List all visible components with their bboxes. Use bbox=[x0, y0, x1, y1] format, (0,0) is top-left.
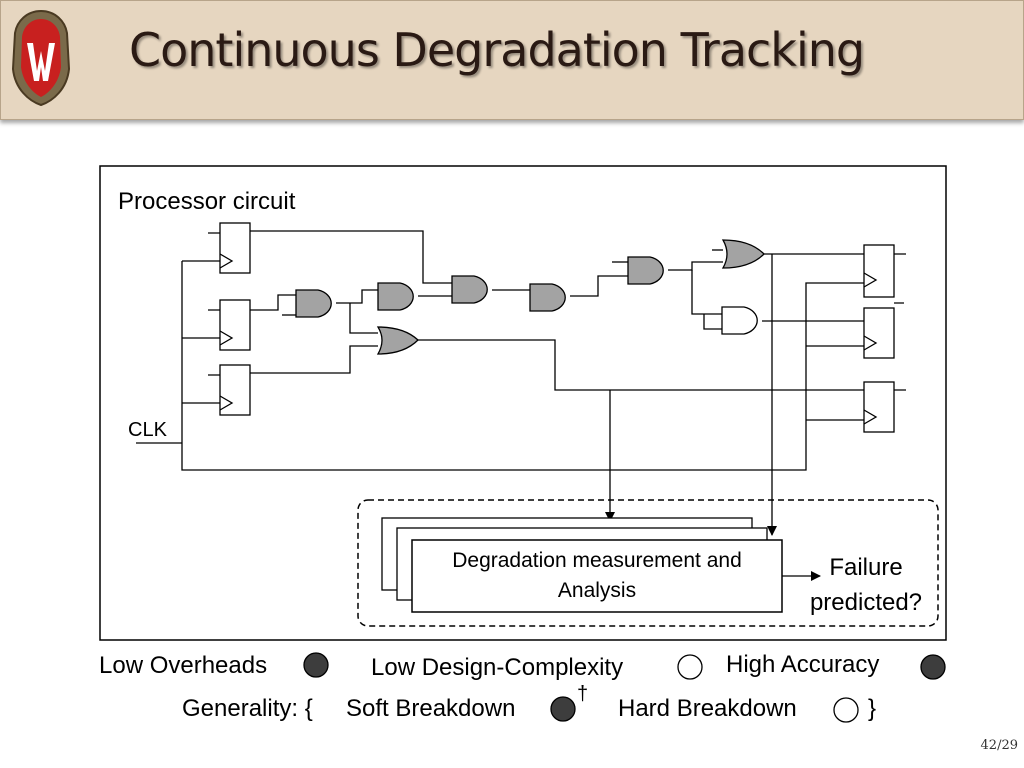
analysis-box-text-1: Degradation measurement and bbox=[452, 549, 742, 572]
circuit-label: Processor circuit bbox=[118, 188, 296, 215]
and-gate-1 bbox=[295, 289, 332, 318]
and-gate-5 bbox=[627, 256, 664, 285]
empty-circle-icon bbox=[677, 654, 703, 680]
flip-flop-output-2 bbox=[863, 307, 895, 359]
and-gate-2 bbox=[377, 282, 414, 311]
or-gate-1 bbox=[376, 326, 419, 355]
generality-suffix: } bbox=[868, 695, 877, 722]
flip-flop-output-3 bbox=[863, 381, 895, 433]
and-gate-3 bbox=[451, 275, 488, 304]
criterion-hard-breakdown: Hard Breakdown bbox=[618, 695, 797, 722]
dagger-mark: † bbox=[577, 683, 589, 705]
criterion-high-accuracy: High Accuracy bbox=[726, 651, 880, 678]
analysis-box bbox=[411, 539, 783, 613]
and-gate-4 bbox=[529, 283, 566, 312]
slide-title: Continuous Degradation Tracking bbox=[129, 23, 865, 77]
or-gate-2 bbox=[721, 239, 765, 269]
slide-number: 42/29 bbox=[980, 738, 1018, 753]
and-gate-white bbox=[721, 306, 758, 335]
criterion-soft-breakdown: Soft Breakdown bbox=[346, 695, 516, 722]
filled-circle-icon bbox=[920, 654, 946, 680]
generality-prefix: Generality: { bbox=[182, 695, 313, 722]
clock-label: CLK bbox=[128, 419, 167, 441]
empty-circle-icon bbox=[833, 697, 859, 723]
flip-flop-output-1 bbox=[863, 244, 895, 298]
university-crest-logo bbox=[11, 9, 71, 107]
analysis-box-text-2: Analysis bbox=[557, 579, 637, 602]
clock-line bbox=[136, 260, 864, 471]
analysis-region bbox=[357, 499, 939, 627]
title-bar: Continuous Degradation Tracking bbox=[0, 0, 1024, 120]
circuit-frame bbox=[99, 165, 947, 641]
criterion-low-design-complexity: Low Design-Complexity bbox=[371, 654, 624, 681]
filled-circle-icon bbox=[550, 696, 576, 722]
criterion-low-overheads: Low Overheads bbox=[99, 652, 268, 679]
failure-label-2: predicted? bbox=[809, 589, 923, 616]
filled-circle-icon bbox=[303, 652, 329, 678]
failure-label-1: Failure bbox=[829, 554, 903, 581]
